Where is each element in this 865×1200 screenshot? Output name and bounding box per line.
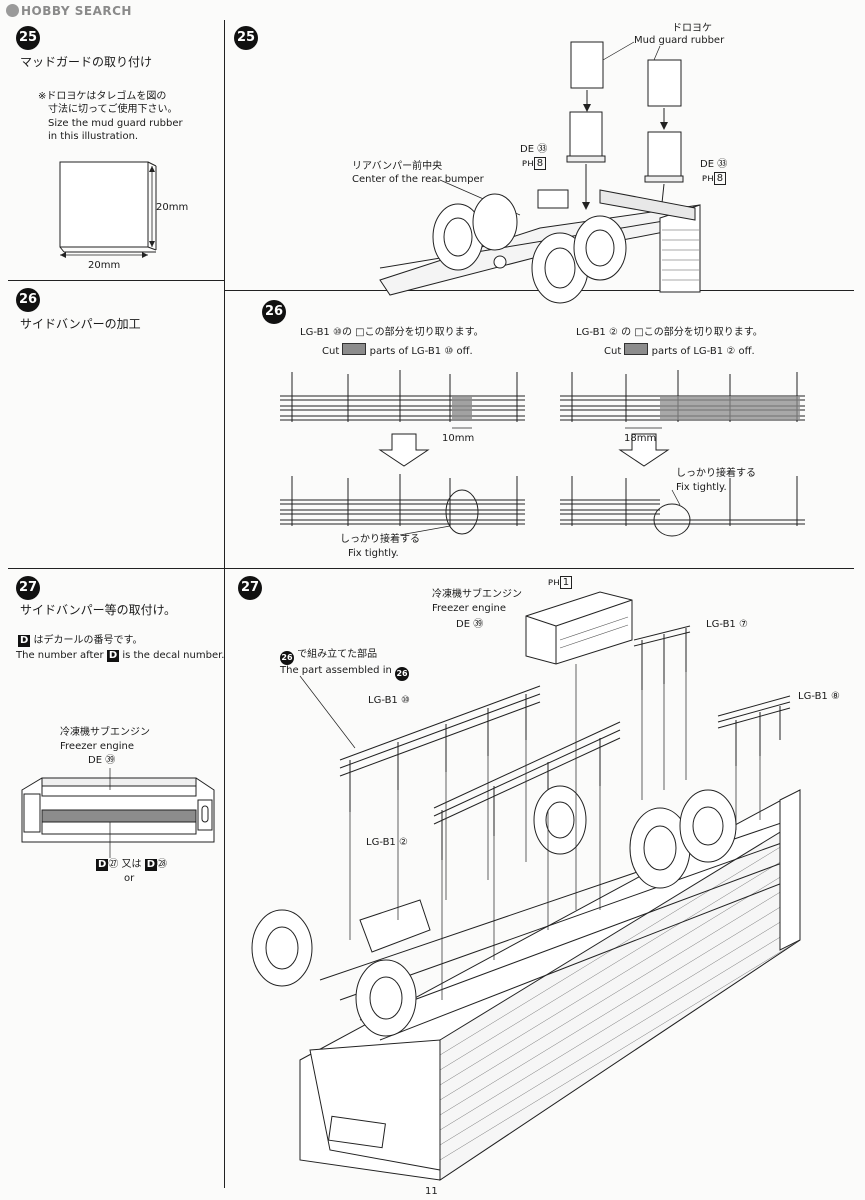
step-25-note-en-1: Size the mud guard rubber	[48, 118, 183, 129]
step-26-badge-right: 26	[262, 300, 286, 324]
step-27-title: サイドバンパー等の取付け。	[20, 603, 177, 617]
rear-bumper-label-en: Center of the rear bumper	[352, 174, 484, 185]
freezer-engine-left-de: DE ㊴	[88, 755, 116, 766]
step-25-title: マッドガードの取り付け	[20, 55, 153, 69]
step-25-badge: 25	[16, 26, 40, 50]
step-25-note-jp-1: ※ドロヨケはタレゴムを図の	[38, 91, 167, 102]
assembled-ref-badge: 26	[280, 651, 294, 665]
cut-right-en-a: Cut	[604, 346, 622, 357]
lg-b1-7-label: LG-B1 ⑦	[706, 619, 748, 630]
decal-note-jp-text: はデカールの番号です。	[33, 635, 143, 646]
step-26-title: サイドバンパーの加工	[20, 317, 141, 331]
decal-letter-b: D	[144, 859, 157, 871]
decal-letter-box-2: D	[106, 650, 120, 662]
decal-note-en-b: is the decal number.	[122, 650, 225, 661]
step-27-badge: 27	[16, 576, 40, 600]
fix-tightly-right-jp: しっかり接着する	[676, 468, 756, 479]
step-25-assembly-drawing	[379, 41, 701, 304]
freezer-engine-right-en: Freezer engine	[432, 603, 507, 614]
rear-bumper-label-jp: リアバンパー前中央	[352, 161, 443, 172]
dim-height-label: 20mm	[156, 202, 189, 213]
assembled-in-jp: 26 で組み立てた部品	[280, 648, 377, 665]
hobby-search-logo: HOBBY SEARCH	[6, 4, 132, 18]
step-25-badge-right: 25	[234, 26, 258, 50]
mudguard-label-en: Mud guard rubber	[634, 35, 725, 46]
cut-swatch-right	[624, 343, 649, 355]
cut-right-en-b: parts of LG-B1 ② off.	[651, 346, 755, 357]
dim-10mm-label: 10mm	[442, 433, 475, 444]
cut-left-instruction-jp: LG-B1 ⑩の □この部分を切り取ります。	[300, 327, 484, 338]
freezer-engine-right-jp: 冷凍機サブエンジン	[432, 589, 522, 600]
freezer-engine-left-jp: 冷凍機サブエンジン	[60, 727, 150, 738]
mudguard-size-diagram	[59, 161, 157, 258]
freezer-engine-right-de: DE ㊴	[456, 619, 484, 630]
decal-choice-or-jp: 又は	[121, 859, 142, 870]
cut-left-instruction-en: Cut parts of LG-B1 ⑩ off.	[322, 343, 473, 358]
decal-choice-or-en: or	[124, 873, 135, 884]
page-number: 11	[425, 1186, 438, 1197]
decal-letter-box: D	[18, 635, 31, 647]
step-26-badge: 26	[16, 288, 40, 312]
decal-choice-a: ㉗	[108, 859, 119, 870]
ph8-left-value: 8	[533, 157, 547, 170]
fix-tightly-left-jp: しっかり接着する	[340, 534, 420, 545]
mudguard-label-jp: ドロヨケ	[672, 23, 712, 34]
logo-text: HOBBY SEARCH	[21, 4, 132, 18]
step-25-note-en-2: in this illustration.	[48, 131, 139, 142]
ph1-value: 1	[559, 576, 573, 589]
divider-26-27	[8, 568, 854, 569]
cut-right-instruction-en: Cut parts of LG-B1 ② off.	[604, 343, 755, 358]
freezer-engine-decal-diagram	[21, 768, 215, 858]
assembled-in-jp-text: で組み立てた部品	[297, 649, 378, 660]
cut-left-en-a: Cut	[322, 346, 340, 357]
cut-swatch-left	[342, 343, 367, 355]
ph8-right-value: 8	[713, 172, 727, 185]
dim-18mm-label: 18mm	[624, 433, 657, 444]
cut-right-instruction-jp: LG-B1 ② の □この部分を切り取ります。	[576, 327, 763, 338]
de33-right-label: DE ㉝	[700, 159, 728, 170]
decal-note-en: The number after D is the decal number.	[16, 649, 224, 662]
step-26-bumper-drawings	[280, 370, 805, 537]
lg-b1-2-label: LG-B1 ②	[366, 837, 408, 848]
decal-note-en-a: The number after	[16, 650, 104, 661]
assembled-in-en-text: The part assembled in	[280, 665, 392, 676]
de33-left-label: DE ㉝	[520, 144, 548, 155]
assembled-in-en: The part assembled in 26	[280, 664, 410, 681]
dim-width-label: 20mm	[88, 260, 121, 271]
column-divider	[224, 20, 225, 1188]
decal-letter-a: D	[96, 859, 109, 871]
step-25-note-jp-2: 寸法に切ってご使用下さい。	[48, 104, 178, 115]
divider-25-26-left	[8, 280, 224, 281]
decal-note-jp: D はデカールの番号です。	[18, 634, 143, 647]
assembled-ref-badge-2: 26	[395, 667, 410, 681]
fix-tightly-left-en: Fix tightly.	[348, 548, 399, 559]
decal-choice-b: ㉘	[157, 859, 167, 870]
logo-icon	[6, 4, 19, 17]
step-27-badge-right: 27	[238, 576, 262, 600]
lg-b1-8-label: LG-B1 ⑧	[798, 691, 840, 702]
cut-left-en-b: parts of LG-B1 ⑩ off.	[369, 346, 473, 357]
freezer-engine-left-en: Freezer engine	[60, 741, 135, 752]
lg-b1-10-label: LG-B1 ⑩	[368, 695, 410, 706]
fix-tightly-right-en: Fix tightly.	[676, 482, 727, 493]
